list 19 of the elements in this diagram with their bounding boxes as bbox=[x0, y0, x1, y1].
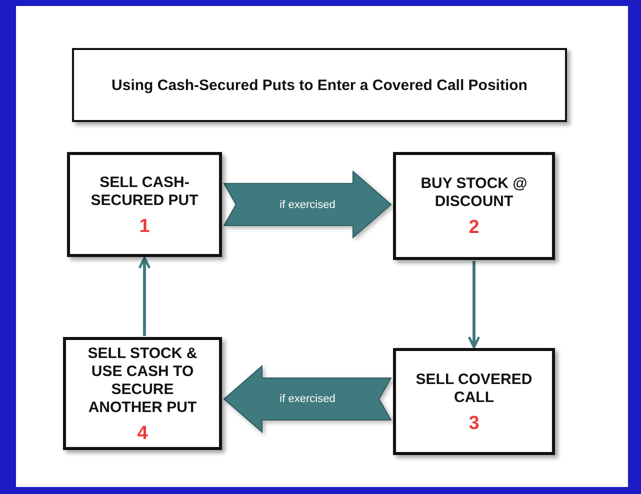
step-box bbox=[63, 337, 222, 450]
arrow bbox=[138, 256, 151, 336]
step-number: 3 bbox=[468, 412, 480, 434]
step-text: BUY STOCK @ DISCOUNT bbox=[420, 175, 528, 211]
step-number: 2 bbox=[468, 217, 480, 239]
step-box bbox=[67, 152, 222, 257]
block-arrow bbox=[223, 170, 392, 239]
title: Using Cash-Secured Puts to Enter a Covered Call Position bbox=[112, 76, 528, 94]
step-text: SELL STOCK & USE CASH TO SECURE ANOTHER PUT bbox=[86, 344, 198, 416]
step-box bbox=[393, 152, 555, 260]
block-arrow bbox=[223, 364, 392, 434]
step-text: SELL CASH-SECURED PUT bbox=[90, 174, 200, 210]
arrow bbox=[468, 261, 480, 348]
step-number: 1 bbox=[139, 216, 150, 238]
edge-label: if exercised bbox=[280, 393, 336, 405]
step-number: 4 bbox=[137, 422, 148, 444]
step-box bbox=[393, 348, 555, 455]
edge-label: if exercised bbox=[280, 198, 336, 210]
step-text: SELL COVERED CALL bbox=[414, 370, 534, 406]
